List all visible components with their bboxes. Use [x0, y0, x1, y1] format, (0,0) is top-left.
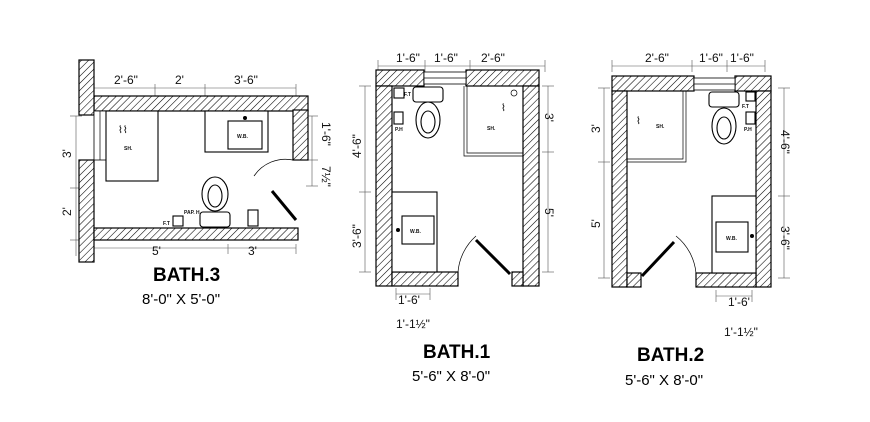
bath1-top-dim-1: 1'-6": [396, 51, 420, 65]
bath3-top-dim-3: 3'-6": [234, 73, 258, 87]
bath2-fixture-a: [745, 91, 756, 102]
bath1-washbasin-label: W.B.: [410, 229, 421, 235]
bath3-wall-left-upper: [78, 59, 95, 116]
bath2-wall-top-left: [611, 75, 695, 92]
bath2-top-dim-3: 1'-6": [730, 51, 754, 65]
bath3-shower-head-icon: ⌇⌇: [118, 125, 128, 136]
bath2-right-dim-1: 4'-6": [778, 130, 792, 154]
bath1-dimension-lines: [359, 60, 554, 300]
bath2-bottom-dim-2: 1'-1½": [724, 325, 758, 339]
bath3-left-dim-2: 2': [60, 207, 74, 216]
bath2-wall-right: [755, 90, 772, 288]
bath3-fixture-a-label: F.T: [163, 221, 170, 227]
bath2-wall-left: [611, 90, 628, 288]
bath1-size: 5'-6" X 8'-0": [412, 368, 491, 385]
bath1-wall-left: [375, 85, 393, 287]
bath1-right-dim-2: 5': [542, 208, 556, 217]
bath2-plan: SH. ⌇ F.T P.H W.B. 2'-6" 1'-6" 1'-6" 3' …: [589, 51, 792, 339]
bath2-top-dim-2: 1'-6": [699, 51, 723, 65]
bath2-shower-area: [627, 91, 687, 163]
bath2-bottom-dim-1: 1'-6': [728, 295, 750, 309]
bath2-wall-top-right: [734, 75, 772, 92]
bath2-wall-bottom-right: [695, 272, 757, 288]
bath1-washbasin: [401, 215, 435, 245]
bath2-door: [640, 235, 697, 278]
bath3-right-dim-2: 7½": [319, 166, 333, 187]
bath1-wall-bottom-right: [511, 271, 524, 287]
bath3-dimension-lines: [70, 84, 318, 256]
bath3-top-dim-1: 2'-6": [114, 73, 138, 87]
bath3-bottom-dim-1: 5': [152, 244, 161, 258]
bath3-left-dim-1: 3': [60, 149, 74, 158]
bath2-washbasin-label: W.B.: [726, 236, 737, 242]
bath1-top-dim-2: 1'-6": [434, 51, 458, 65]
bath2-dimension-lines: [598, 60, 790, 302]
bath1-wall-top-right: [465, 69, 540, 87]
bath3-size: 8'-0" X 5'-0": [142, 291, 221, 308]
bath1-wall-right: [522, 85, 540, 287]
bath3-plan: SH. ⌇⌇ W.B. F.T PAP. H 2'-6" 2' 3'-6" 5'…: [60, 59, 333, 263]
bath1-bottom-dim-2: 1'-1½": [396, 317, 430, 331]
bath3-door: [247, 158, 298, 227]
bath1-shower-label: SH.: [487, 126, 496, 132]
bath3-wall-top: [93, 95, 309, 112]
bath2-wall-bottom-left: [626, 272, 642, 288]
bath3-wall-left-lower: [78, 159, 95, 263]
bath3-bottom-dim-2: 3': [248, 244, 257, 258]
bath1-door: [457, 235, 512, 276]
bath1-shower-area: [463, 86, 523, 157]
bath3-washbasin: [227, 120, 263, 150]
bath3-shower-area: [105, 110, 159, 182]
bath2-title: BATH.2: [637, 345, 705, 366]
bath2-fixture-b-label: P.H: [744, 127, 752, 133]
bath1-fixture-a: [393, 87, 405, 99]
bath3-shower-label: SH.: [124, 146, 133, 152]
bath2-fixture-a-label: F.T: [742, 104, 749, 110]
bath1-title: BATH.1: [423, 342, 491, 363]
bath3-toilet: [199, 176, 231, 228]
bath2-top-dim-1: 2'-6": [645, 51, 669, 65]
bath2-toilet: [708, 91, 740, 145]
bath2-left-dim-2: 5': [589, 219, 603, 228]
bath2-fixture-b: [745, 111, 756, 125]
bath1-shower-head-icon: ⌇: [501, 103, 506, 114]
bath1-fixture-b: [393, 111, 404, 125]
bath3-top-dim-2: 2': [175, 73, 184, 87]
bath1-plan: F.T P.H SH. ⌇ W.B. 1'-6" 1'-6" 2'-6" 4'-…: [350, 51, 556, 331]
bath1-left-dim-1: 4'-6": [350, 134, 364, 158]
bath2-shower-head-icon: ⌇: [636, 116, 641, 127]
bath2-right-dim-2: 3'-6": [778, 226, 792, 250]
bath1-left-dim-2: 3'-6": [350, 224, 364, 248]
bath1-bottom-dim-1: 1'-6': [398, 293, 420, 307]
bath1-wall-top-left: [375, 69, 425, 87]
bath3-washbasin-label: W.B.: [237, 134, 248, 140]
bath3-wall-right-jamb: [292, 109, 309, 161]
bath3-title: BATH.3: [153, 265, 221, 286]
bath2-shower-label: SH.: [656, 124, 665, 130]
bath2-size: 5'-6" X 8'-0": [625, 372, 704, 389]
bath1-top-dim-3: 2'-6": [481, 51, 505, 65]
bath3-wall-bottom: [93, 227, 299, 241]
bath3-fixture-b-label: PAP. H: [184, 210, 200, 216]
bath3-fixture-a: [172, 215, 184, 227]
bath1-right-dim-1: 3': [542, 113, 556, 122]
bath1-fixture-a-label: F.T: [404, 92, 411, 98]
bath1-toilet: [412, 86, 444, 139]
bath1-fixture-b-label: P.H: [395, 127, 403, 133]
bath2-left-dim-1: 3': [589, 124, 603, 133]
bath3-right-dim-1: 1'-6": [319, 122, 333, 146]
bath1-wall-bottom-left: [391, 271, 459, 287]
bath2-washbasin: [715, 221, 749, 253]
